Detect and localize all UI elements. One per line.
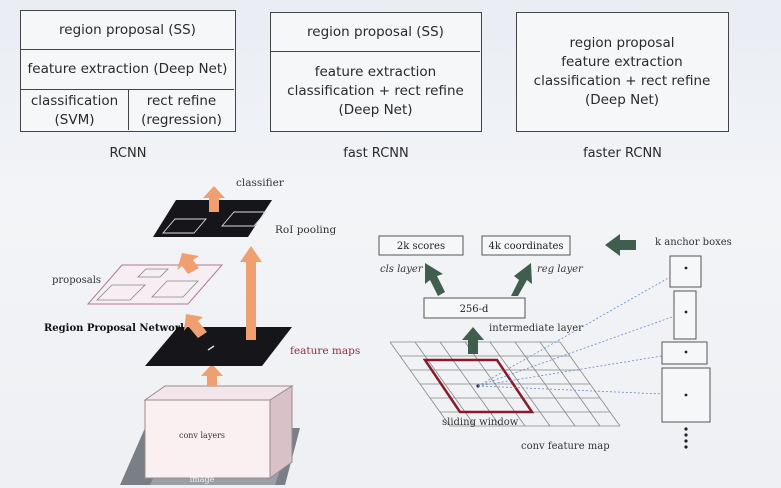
fast-line3: (Deep Net): [338, 101, 413, 118]
arrow-feature-to-roi: [240, 246, 262, 340]
anchor-center-3: [684, 350, 688, 354]
conv-box-top: [143, 385, 294, 401]
faster-line4: (Deep Net): [584, 91, 660, 108]
classifier-label: classifier: [236, 177, 285, 189]
fast-rcnn-caption: fast RCNN: [343, 146, 409, 161]
anchor-center-2: [684, 310, 688, 314]
rcnn-region-proposal: region proposal (SS): [59, 21, 196, 38]
anchor-ellipsis: [684, 427, 688, 449]
fast-divider: [271, 51, 480, 52]
roi-pooling-label: RoI pooling: [275, 224, 337, 236]
intermediate-layer-label: intermediate layer: [489, 323, 583, 334]
rcnn-divider-1: [21, 49, 234, 50]
coords-box: [481, 235, 571, 256]
arrow-to-cls: [425, 263, 445, 296]
proposals-label: proposals: [52, 275, 101, 286]
anchor-box-2: [673, 290, 697, 340]
rpn-label: Region Proposal Network: [44, 323, 188, 334]
box-256d: [423, 297, 526, 319]
sliding-window-label: sliding window: [442, 417, 519, 428]
faster-rcnn-caption: faster RCNN: [583, 146, 662, 161]
scores-label: 2k scores: [397, 241, 445, 252]
rcnn-cls-line2: (SVM): [54, 111, 95, 128]
fast-line2: classification + rect refine: [287, 82, 464, 99]
arrow-roi-to-classifier: [203, 186, 225, 212]
rcnn-divider-2: [21, 89, 234, 90]
roi-pooling-layer: [153, 200, 272, 237]
proposal-box-2: [151, 280, 199, 298]
proposals-layer: [86, 264, 224, 305]
image-label: image: [190, 475, 215, 484]
rcnn-cls-line1: classification: [30, 92, 119, 109]
anchor-box-3: [661, 341, 708, 365]
anchor-box-4: [661, 367, 711, 423]
conv-box-front: [144, 399, 271, 479]
conv-feature-map-grid: [389, 341, 621, 427]
arrow-from-anchors: [605, 234, 636, 256]
rcnn-classification: classification (SVM): [21, 90, 128, 131]
sliding-window: [422, 358, 535, 414]
coords-label: 4k coordinates: [488, 241, 563, 252]
conv-feature-map-label: conv feature map: [521, 441, 610, 452]
fast-rcnn-box: region proposal (SS) feature extraction …: [270, 12, 482, 132]
arrow-feature-to-proposals: [184, 314, 207, 338]
anchor-center-1: [684, 266, 688, 270]
label-256d: 256-d: [460, 304, 489, 315]
arrow-to-reg: [511, 263, 532, 296]
conv-box-side: [269, 385, 293, 479]
feature-maps-label: feature maps: [290, 345, 360, 357]
fast-region-proposal: region proposal (SS): [307, 23, 444, 40]
rcnn-feature-extraction: feature extraction (Deep Net): [27, 61, 228, 77]
faster-deep-net: region proposal feature extraction class…: [517, 13, 727, 130]
arrow-window-to-256d: [462, 327, 484, 354]
roi-box-2: [221, 211, 267, 227]
anchor-box-1: [669, 255, 702, 288]
proposal-box-1: [96, 284, 146, 301]
faster-rcnn-box: region proposal feature extraction class…: [516, 12, 729, 132]
anchor-boxes-label: k anchor boxes: [655, 237, 732, 248]
roi-box-1: [162, 218, 207, 234]
rcnn-rect-line2: (regression): [141, 111, 222, 128]
proposal-box-3: [137, 268, 169, 278]
faster-line3: classification + rect refine: [533, 72, 711, 89]
anchor-rays: [477, 267, 687, 396]
rcnn-caption: RCNN: [109, 146, 147, 161]
cls-layer-label: cls layer: [380, 264, 424, 275]
scores-box: [378, 235, 464, 256]
rcnn-divider-3: [128, 89, 129, 130]
reg-layer-label: reg layer: [537, 264, 584, 275]
arrow-conv-to-feature: [201, 364, 223, 386]
rcnn-rect-line1: rect refine: [146, 92, 217, 109]
faster-line2: feature extraction: [561, 53, 683, 70]
anchor-center-4: [684, 393, 688, 397]
arrow-proposals-to-roi: [177, 253, 199, 274]
rcnn-rect-refine: rect refine (regression): [129, 90, 234, 131]
fast-line1: feature extraction: [314, 63, 437, 80]
fast-deep-net: feature extraction classification + rect…: [271, 52, 480, 130]
faster-line1: region proposal: [569, 34, 675, 51]
conv-layers-label: conv layers: [179, 431, 225, 440]
feature-map-mark: [207, 345, 215, 351]
rcnn-box: region proposal (SS) feature extraction …: [20, 10, 236, 132]
